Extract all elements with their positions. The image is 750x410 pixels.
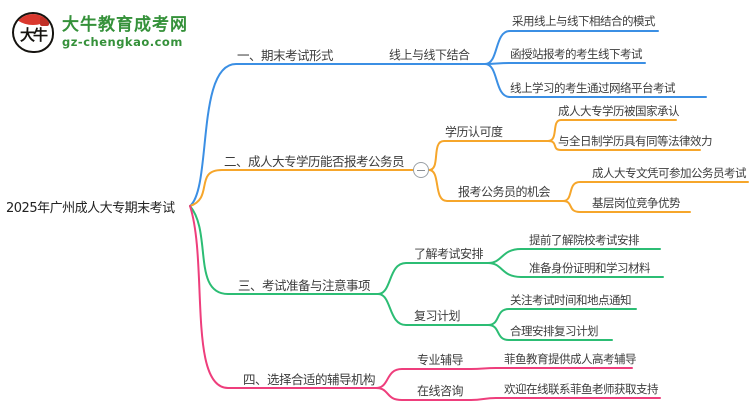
branch-2-leaf-1[interactable]: 成人大专学历被国家承认 [558,104,680,118]
branch-4-node[interactable]: 四、选择合适的辅导机构 [243,372,376,387]
branch-1-leaf-2[interactable]: 函授站报考的考生线下考试 [510,47,643,61]
branch-2-subnode-1[interactable]: 学历认可度 [445,125,503,139]
minus-icon [417,169,425,171]
branch-3-leaf-3[interactable]: 关注考试时间和地点通知 [510,293,632,307]
branch-3-subnode-1[interactable]: 了解考试安排 [414,247,484,261]
site-logo: 大牛 大牛教育成考网 gz-chengkao.com [12,12,188,53]
mindmap-root-node[interactable]: 2025年广州成人大专期末考试 [6,201,175,216]
branch-1-leaf-3[interactable]: 线上学习的考生通过网络平台考试 [510,81,676,95]
collapse-button[interactable] [413,162,429,178]
logo-red-arc [14,14,52,25]
branch-3-subnode-2[interactable]: 复习计划 [414,309,461,323]
logo-site-name: 大牛教育成考网 [62,15,188,36]
logo-badge-text: 大牛 [19,26,48,44]
branch-4-subnode-1[interactable]: 专业辅导 [417,353,464,367]
branch-1-node[interactable]: 一、期末考试形式 [237,48,334,63]
branch-1-leaf-1[interactable]: 采用线上与线下相结合的模式 [512,14,656,28]
branch-4-subnode-2[interactable]: 在线咨询 [417,384,464,398]
branch-4-leaf-2[interactable]: 欢迎在线联系菲鱼老师获取支持 [504,382,659,396]
branch-1-subnode-1[interactable]: 线上与线下结合 [389,48,470,62]
branch-3-leaf-1[interactable]: 提前了解院校考试安排 [529,233,640,247]
branch-2-leaf-3[interactable]: 成人大专文凭可参加公务员考试 [592,166,747,180]
branch-4-leaf-1[interactable]: 菲鱼教育提供成人高考辅导 [504,352,637,366]
logo-site-domain: gz-chengkao.com [62,34,183,49]
branch-2-subnode-2[interactable]: 报考公务员的机会 [458,185,551,199]
branch-2-leaf-4[interactable]: 基层岗位竞争优势 [592,196,681,210]
branch-3-leaf-2[interactable]: 准备身份证明和学习材料 [529,261,651,275]
logo-badge: 大牛 [12,12,54,53]
branch-2-node[interactable]: 二、成人大专学历能否报考公务员 [224,154,405,169]
branch-3-leaf-4[interactable]: 合理安排复习计划 [510,324,599,338]
branch-3-node[interactable]: 三、考试准备与注意事项 [238,278,371,293]
branch-2-leaf-2[interactable]: 与全日制学历具有同等法律效力 [558,134,713,148]
logo-seal-icon [40,17,49,26]
